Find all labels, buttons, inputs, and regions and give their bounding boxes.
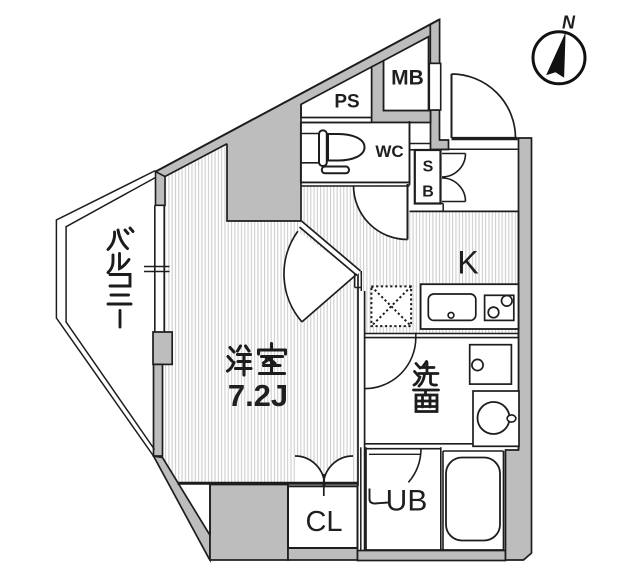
- svg-text:K: K: [457, 245, 478, 281]
- svg-text:MB: MB: [391, 67, 424, 90]
- svg-text:CL: CL: [305, 506, 342, 538]
- svg-text:S: S: [423, 159, 434, 176]
- svg-text:PS: PS: [334, 91, 359, 112]
- svg-text:N: N: [562, 13, 576, 33]
- svg-text:UB: UB: [386, 485, 428, 518]
- svg-text:WC: WC: [375, 142, 403, 161]
- svg-text:7.2J: 7.2J: [228, 378, 288, 413]
- svg-text:B: B: [422, 184, 434, 201]
